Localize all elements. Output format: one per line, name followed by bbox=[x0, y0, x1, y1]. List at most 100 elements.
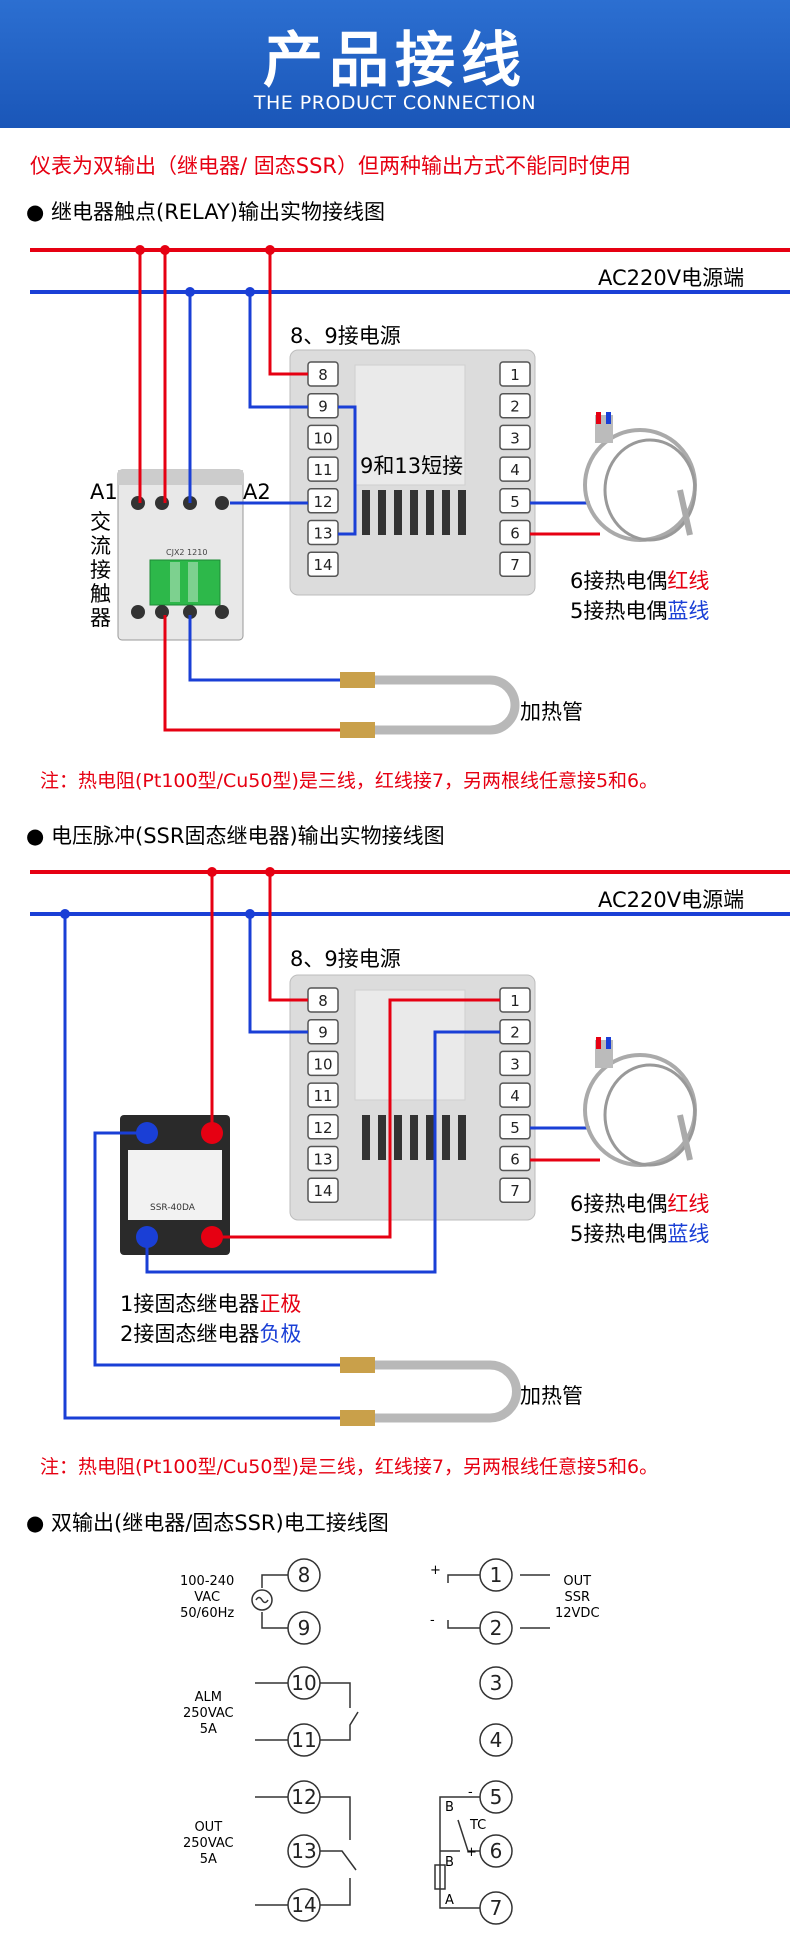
svg-text:5: 5 bbox=[510, 1119, 520, 1137]
ssr-relay bbox=[120, 1115, 230, 1255]
rtd-b2: B bbox=[445, 1855, 454, 1870]
s1-tc-blue-prefix: 5接热电偶 bbox=[570, 599, 668, 623]
out-spec-1: OUT bbox=[194, 1820, 223, 1835]
s1-heater bbox=[340, 672, 520, 738]
s1-terminal-12: 12 bbox=[307, 488, 339, 514]
section1-heading: ● 继电器触点(RELAY)输出实物接线图 bbox=[26, 200, 385, 224]
tc-label: TC bbox=[470, 1818, 487, 1833]
ssr-neg-prefix: 2接固态继电器 bbox=[120, 1322, 260, 1346]
svg-text:1: 1 bbox=[510, 366, 520, 384]
s1-wire-heater-blue bbox=[188, 615, 340, 682]
svg-text:9: 9 bbox=[318, 1024, 328, 1042]
s1-wire-neutral-9 bbox=[248, 292, 308, 409]
s2-wire-neutral-9 bbox=[248, 914, 308, 1034]
power-spec-3: 50/60Hz bbox=[180, 1606, 235, 1621]
alm-spec-2: 250VAC bbox=[183, 1706, 234, 1721]
s1-heater-label: 加热管 bbox=[520, 700, 583, 724]
out-spec-2: 250VAC bbox=[183, 1836, 234, 1851]
s1-tc-blue-note: 5接热电偶蓝线 bbox=[570, 595, 709, 625]
svg-text:2: 2 bbox=[490, 1616, 503, 1640]
s2-power-label: AC220V电源端 bbox=[598, 888, 745, 912]
contactor-label: 交流接触器 bbox=[90, 510, 111, 630]
s2-thermocouple bbox=[583, 1037, 697, 1167]
tc-minus: - bbox=[468, 1785, 473, 1800]
svg-text:6: 6 bbox=[490, 1839, 503, 1863]
svg-text:5: 5 bbox=[490, 1785, 503, 1809]
s2-terminal-12: 12 bbox=[307, 1114, 339, 1140]
s2-terminal-10: 10 bbox=[307, 1050, 339, 1077]
ssr-pos-word: 正极 bbox=[259, 1292, 302, 1316]
s1-power-label: AC220V电源端 bbox=[598, 266, 745, 290]
ssr-pos-prefix: 1接固态继电器 bbox=[120, 1292, 260, 1316]
s1-terminal-7: 7 bbox=[499, 551, 531, 577]
s2-terminal-9: 9 bbox=[307, 1018, 339, 1045]
alm-spec-3: 5A bbox=[199, 1722, 217, 1737]
s2-terminal-3: 3 bbox=[499, 1050, 531, 1077]
ssr-spec-2: SSR bbox=[564, 1590, 591, 1605]
svg-text:9: 9 bbox=[318, 398, 328, 416]
s1-terminal-10: 10 bbox=[307, 424, 339, 451]
svg-text:13: 13 bbox=[313, 525, 332, 543]
s1-tc-red-word: 红线 bbox=[667, 569, 710, 593]
svg-text:7: 7 bbox=[510, 556, 520, 574]
svg-text:4: 4 bbox=[490, 1728, 503, 1752]
schematic-terminal-14: 14 bbox=[287, 1888, 321, 1922]
svg-text:12: 12 bbox=[313, 493, 332, 511]
page-subtitle: THE PRODUCT CONNECTION bbox=[253, 92, 537, 114]
schematic-terminal-13: 13 bbox=[287, 1834, 321, 1868]
schematic-terminal-5: 5 bbox=[479, 1780, 513, 1814]
svg-text:10: 10 bbox=[313, 1055, 332, 1073]
s1-terminal-3: 3 bbox=[499, 424, 531, 451]
s1-terminal-9: 9 bbox=[307, 392, 339, 419]
svg-text:11: 11 bbox=[313, 1087, 332, 1105]
s1-terminal-13: 13 bbox=[307, 519, 339, 546]
svg-text:9: 9 bbox=[298, 1616, 311, 1640]
page-header: 产品接线 THE PRODUCT CONNECTION bbox=[0, 0, 790, 128]
page-title: 产品接线 bbox=[263, 26, 527, 96]
section2-heading-text: 电压脉冲(SSR固态继电器)输出实物接线图 bbox=[51, 824, 445, 848]
rtd-a: A bbox=[445, 1893, 454, 1908]
s2-tc-blue-prefix: 5接热电偶 bbox=[570, 1222, 668, 1246]
power-spec-1: 100-240 bbox=[180, 1574, 235, 1589]
svg-text:3: 3 bbox=[490, 1671, 503, 1695]
schematic-terminal-10: 10 bbox=[287, 1666, 321, 1700]
s2-terminal-7: 7 bbox=[499, 1177, 531, 1203]
s1-junctions bbox=[135, 245, 275, 297]
schematic-terminal-1: 1 bbox=[479, 1558, 513, 1592]
schematic-terminal-9: 9 bbox=[287, 1611, 321, 1645]
svg-text:6: 6 bbox=[510, 1151, 520, 1169]
schematic-terminal-2: 2 bbox=[479, 1611, 513, 1645]
svg-text:1: 1 bbox=[490, 1563, 503, 1587]
schematic-terminal-3: 3 bbox=[479, 1666, 513, 1700]
svg-text:12: 12 bbox=[291, 1785, 316, 1809]
svg-text:13: 13 bbox=[291, 1839, 316, 1863]
s1-terminal-14: 14 bbox=[307, 551, 339, 577]
ssr-spec-1: OUT bbox=[563, 1574, 592, 1589]
s1-terminal-5: 5 bbox=[499, 488, 531, 514]
power-spec: 100-240 VAC 50/60Hz bbox=[180, 1574, 234, 1622]
svg-text:14: 14 bbox=[291, 1893, 316, 1917]
section3-heading: ● 双输出(继电器/固态SSR)电工接线图 bbox=[26, 1511, 389, 1535]
schematic-terminal-8: 8 bbox=[287, 1558, 321, 1592]
s2-terminal-14: 14 bbox=[307, 1177, 339, 1203]
section2-heading: ● 电压脉冲(SSR固态继电器)输出实物接线图 bbox=[26, 824, 445, 848]
tc-plus: + bbox=[466, 1845, 477, 1860]
s2-rtd-note: 注：热电阻(Pt100型/Cu50型)是三线，红线接7，另两根线任意接5和6。 bbox=[40, 1456, 659, 1478]
a2-label: A2 bbox=[243, 480, 271, 504]
s1-tc-red-prefix: 6接热电偶 bbox=[570, 569, 668, 593]
svg-text:2: 2 bbox=[510, 398, 520, 416]
s1-terminal-2: 2 bbox=[499, 392, 531, 419]
controller-s1 bbox=[289, 349, 536, 596]
svg-text:13: 13 bbox=[313, 1151, 332, 1169]
ssr-model: SSR-40DA bbox=[150, 1203, 195, 1213]
svg-text:2: 2 bbox=[510, 1024, 520, 1042]
s2-heater-label: 加热管 bbox=[520, 1384, 583, 1408]
s2-tc-blue-note: 5接热电偶蓝线 bbox=[570, 1218, 709, 1248]
svg-text:14: 14 bbox=[313, 1182, 332, 1200]
ssr-spec: OUT SSR 12VDC bbox=[555, 1574, 600, 1622]
svg-text:12: 12 bbox=[313, 1119, 332, 1137]
s1-terminal-11: 11 bbox=[307, 456, 339, 482]
